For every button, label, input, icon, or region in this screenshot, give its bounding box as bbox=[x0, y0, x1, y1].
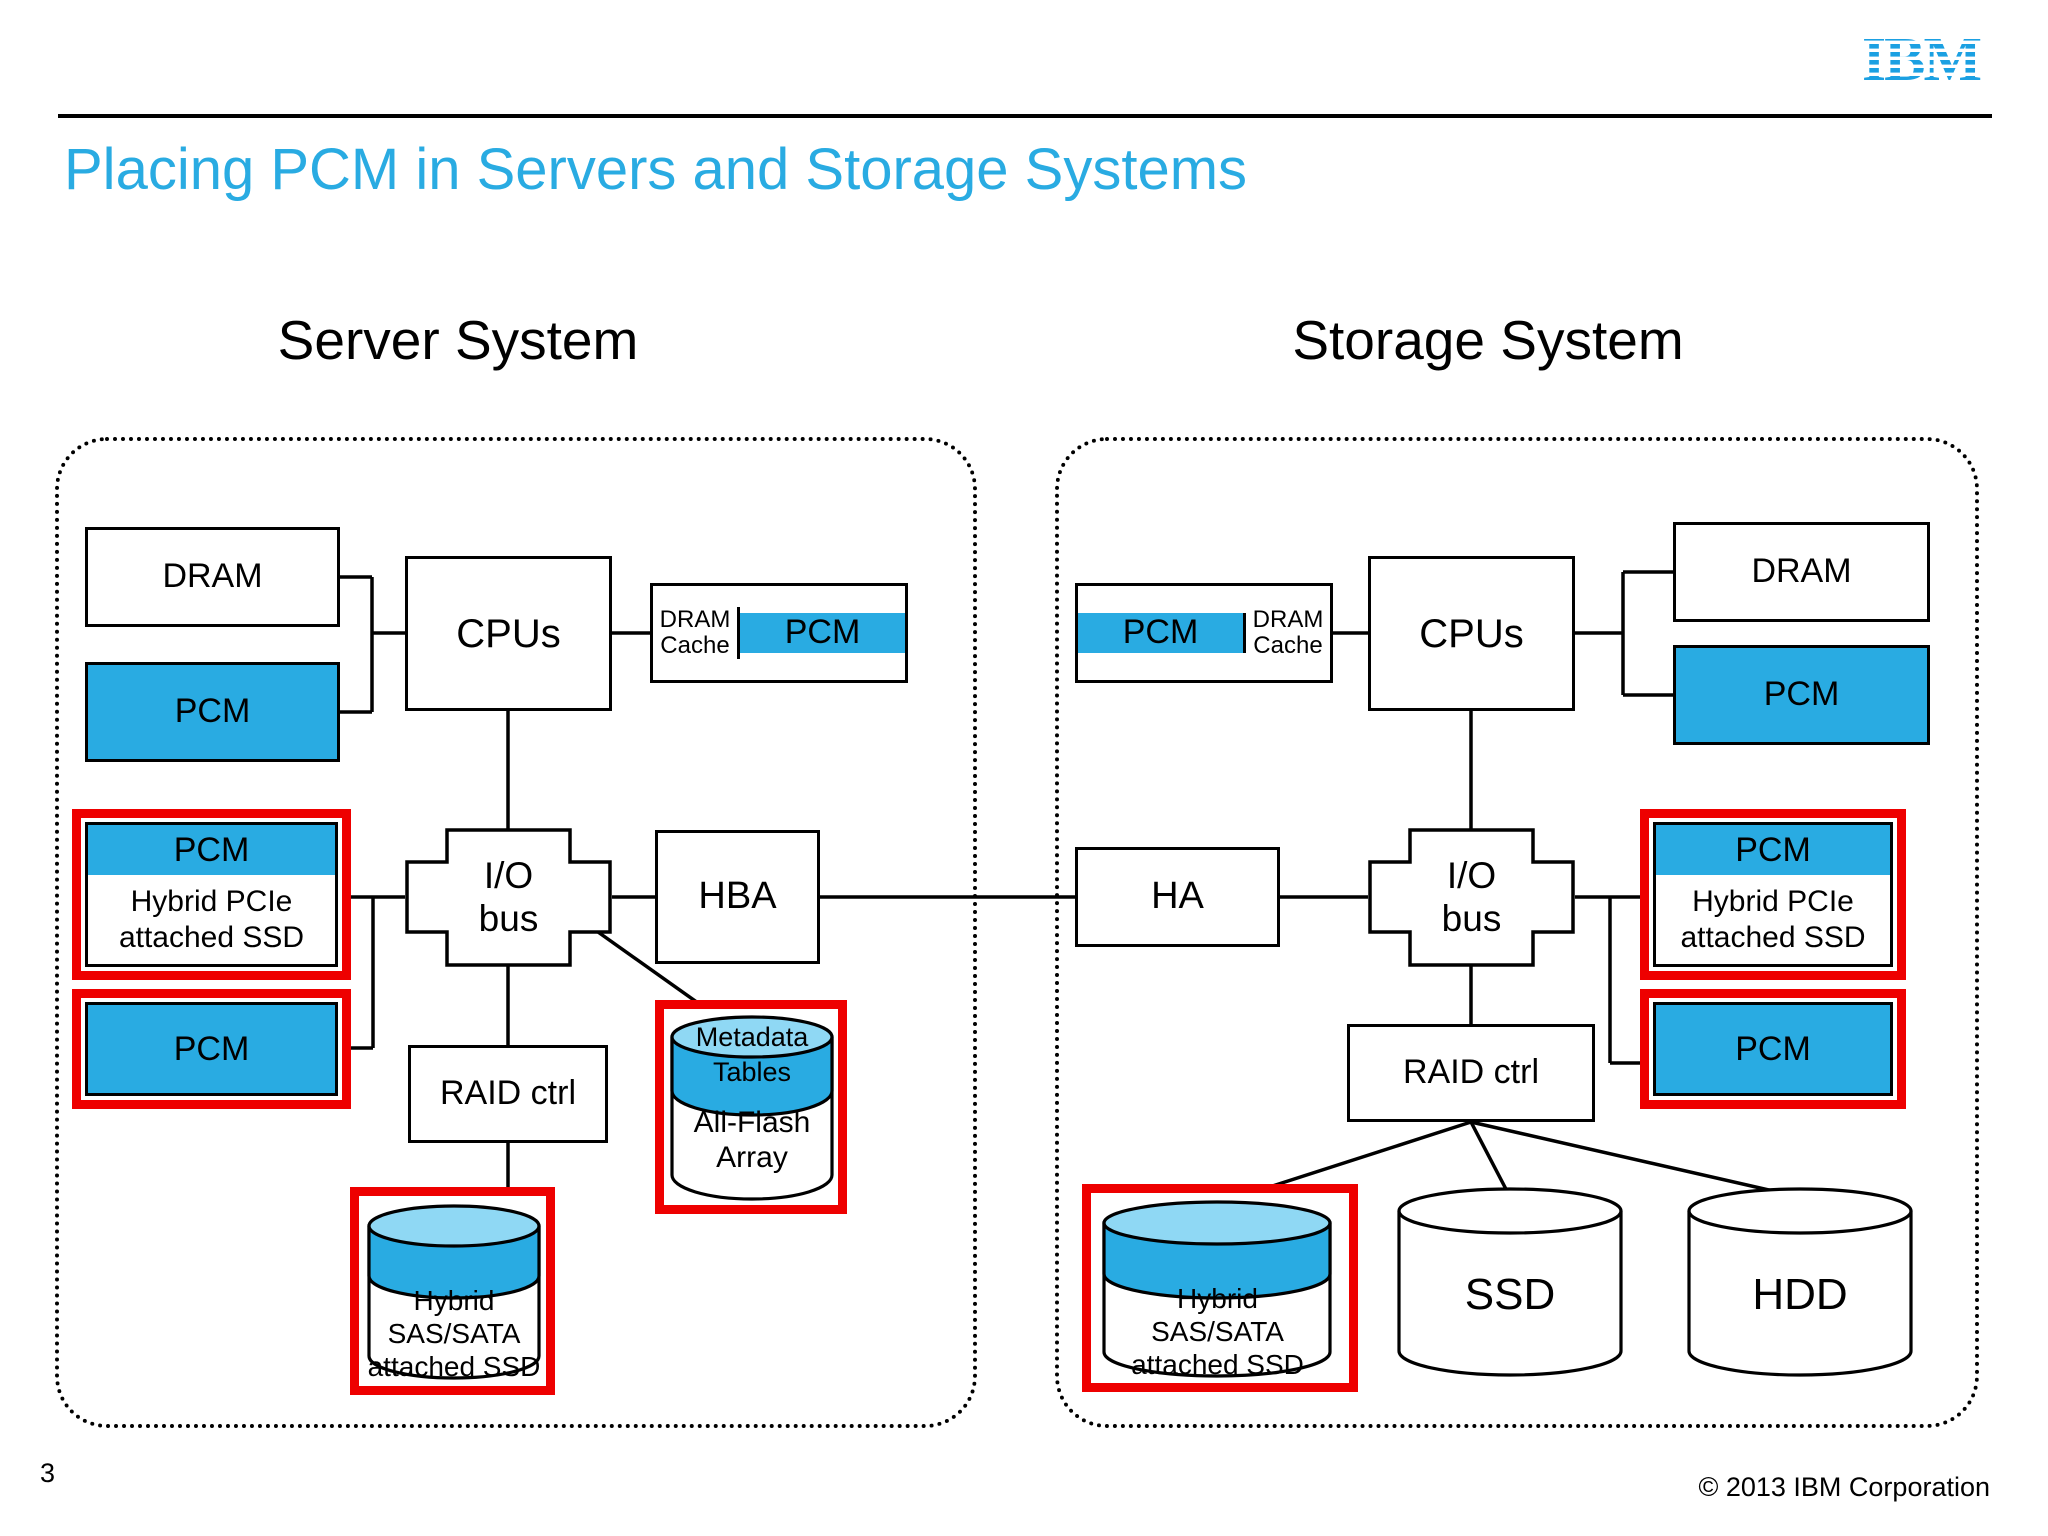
storage-hdd-label: HDD bbox=[1752, 1270, 1848, 1319]
storage-dram-cache-label: DRAM Cache bbox=[1246, 606, 1330, 660]
server-hba-box: HBA bbox=[655, 830, 820, 964]
server-pcm-card-highlight: PCM bbox=[72, 989, 351, 1109]
storage-hybrid-pcie-highlight: PCM Hybrid PCIe attached SSD bbox=[1640, 809, 1906, 980]
storage-pcm-card-label: PCM bbox=[1656, 1005, 1890, 1093]
storage-pcm-dimm-box: PCM bbox=[1673, 645, 1930, 745]
server-raid-label: RAID ctrl bbox=[440, 1074, 576, 1113]
server-system-heading: Server System bbox=[277, 309, 639, 371]
storage-hybrid-pcie-pcm-label: PCM bbox=[1656, 825, 1890, 875]
server-pcm-dimm-label: PCM bbox=[174, 692, 251, 731]
storage-dram-label: DRAM bbox=[1751, 552, 1852, 591]
server-hba-label: HBA bbox=[698, 875, 777, 918]
server-dram-box: DRAM bbox=[85, 527, 340, 627]
storage-io-bus-label: I/O bus bbox=[1441, 854, 1502, 939]
storage-pcm-card-highlight: PCM bbox=[1640, 989, 1906, 1109]
server-metadata-band-label: Tables bbox=[712, 1057, 792, 1087]
server-cpus-box: CPUs bbox=[405, 556, 612, 711]
storage-hybrid-sas-label: Hybrid SAS/SATA attached SSD bbox=[1131, 1283, 1304, 1381]
storage-pcm-dram-cache-box: PCM DRAM Cache bbox=[1075, 583, 1333, 683]
storage-ssd-cylinder: SSD bbox=[1395, 1185, 1625, 1381]
storage-ssd-label: SSD bbox=[1464, 1270, 1556, 1319]
server-cpus-label: CPUs bbox=[456, 611, 561, 656]
server-metadata-cylinder: Metadata Tables All-Flash Array bbox=[668, 1013, 836, 1203]
storage-hybrid-pcie-body-label: Hybrid PCIe attached SSD bbox=[1656, 875, 1890, 964]
server-pcm-dimm-box: PCM bbox=[85, 662, 340, 762]
server-hybrid-pcie-pcm-label: PCM bbox=[88, 825, 335, 875]
storage-cpus-label: CPUs bbox=[1419, 611, 1524, 656]
storage-cpus-box: CPUs bbox=[1368, 556, 1575, 711]
server-cache-pcm-label: PCM bbox=[740, 613, 905, 653]
server-dram-cache-pcm-box: DRAM Cache PCM bbox=[650, 583, 908, 683]
ibm-logo: IBM bbox=[1850, 26, 1992, 94]
server-raid-box: RAID ctrl bbox=[408, 1045, 608, 1143]
server-hybrid-sas-label: Hybrid SAS/SATA attached SSD bbox=[367, 1285, 541, 1383]
copyright: © 2013 IBM Corporation bbox=[1698, 1472, 1990, 1502]
ibm-logo-text: IBM bbox=[1862, 26, 1980, 92]
server-metadata-top-label: Metadata bbox=[695, 1022, 809, 1052]
server-pcm-card-label: PCM bbox=[88, 1005, 335, 1093]
storage-io-bus: I/O bus bbox=[1368, 828, 1575, 967]
page-title: Placing PCM in Servers and Storage Syste… bbox=[64, 137, 1248, 202]
server-all-flash-label: All-Flash Array bbox=[693, 1106, 811, 1175]
server-dram-cache-label: DRAM Cache bbox=[653, 606, 740, 660]
storage-cache-pcm-label: PCM bbox=[1078, 613, 1246, 653]
storage-ha-label: HA bbox=[1151, 875, 1204, 918]
storage-ha-box: HA bbox=[1075, 847, 1280, 947]
server-hybrid-pcie-body-label: Hybrid PCIe attached SSD bbox=[88, 875, 335, 964]
storage-system-heading: Storage System bbox=[1292, 309, 1684, 371]
storage-raid-label: RAID ctrl bbox=[1403, 1053, 1539, 1092]
server-dram-label: DRAM bbox=[162, 557, 263, 596]
page-number: 3 bbox=[40, 1458, 56, 1488]
storage-hybrid-sas-cylinder: Hybrid SAS/SATA attached SSD bbox=[1100, 1198, 1335, 1380]
server-io-bus-label: I/O bus bbox=[478, 854, 539, 939]
storage-system-container bbox=[1055, 437, 1979, 1428]
header-rule bbox=[58, 114, 1992, 118]
server-hybrid-sas-cylinder: Hybrid SAS/SATA attached SSD bbox=[365, 1202, 543, 1382]
storage-pcm-dimm-label: PCM bbox=[1763, 675, 1840, 714]
storage-hdd-cylinder: HDD bbox=[1685, 1185, 1915, 1381]
server-hybrid-pcie-highlight: PCM Hybrid PCIe attached SSD bbox=[72, 809, 351, 980]
storage-dram-box: DRAM bbox=[1673, 522, 1930, 622]
server-io-bus: I/O bus bbox=[405, 828, 612, 967]
storage-raid-box: RAID ctrl bbox=[1347, 1024, 1595, 1122]
server-system-container bbox=[55, 437, 977, 1428]
